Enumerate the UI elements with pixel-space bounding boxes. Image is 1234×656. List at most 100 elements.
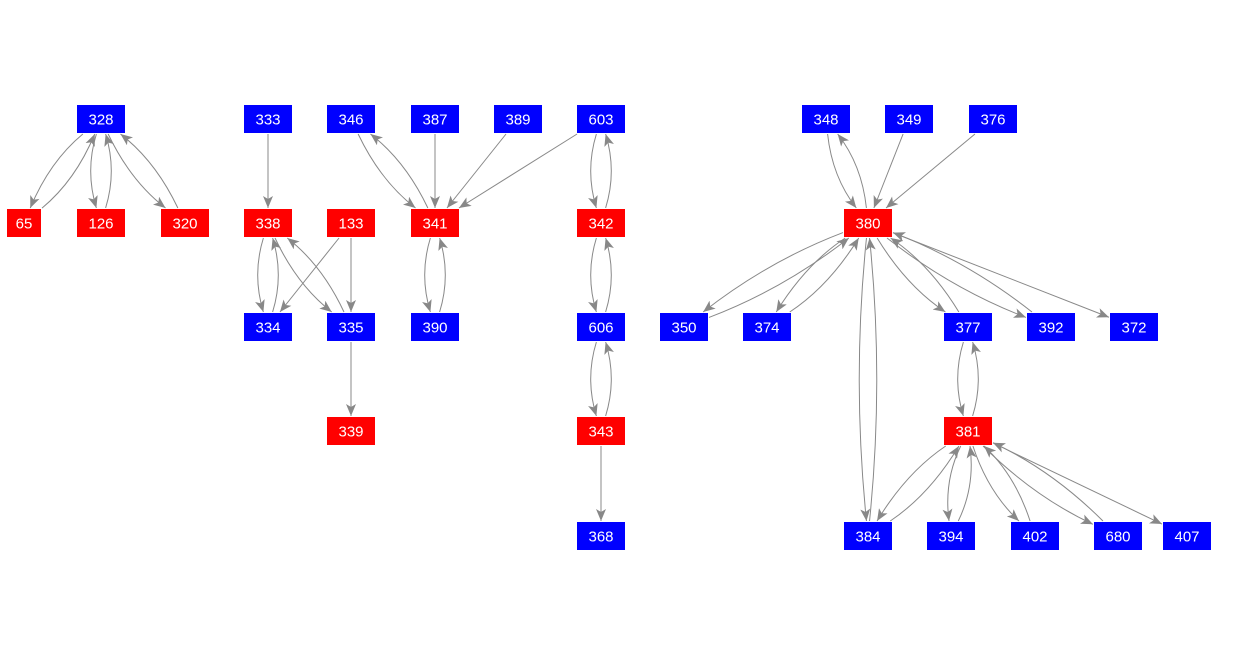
node-box[interactable] <box>577 522 625 550</box>
edge-377-to-381 <box>955 341 965 417</box>
node-box[interactable] <box>327 105 375 133</box>
node-box[interactable] <box>244 105 292 133</box>
node-box[interactable] <box>1011 522 1059 550</box>
node-box[interactable] <box>1163 522 1211 550</box>
node-389[interactable]: 389 <box>494 105 542 133</box>
node-376[interactable]: 376 <box>969 105 1017 133</box>
node-341[interactable]: 341 <box>411 209 459 237</box>
node-box[interactable] <box>577 417 625 445</box>
node-box[interactable] <box>327 417 375 445</box>
node-387[interactable]: 387 <box>411 105 459 133</box>
node-box[interactable] <box>327 209 375 237</box>
node-350[interactable]: 350 <box>660 313 708 341</box>
node-label: 333 <box>255 112 280 129</box>
edge-346-to-341 <box>357 133 416 209</box>
node-320[interactable]: 320 <box>161 209 209 237</box>
node-box[interactable] <box>660 313 708 341</box>
node-box[interactable] <box>1110 313 1158 341</box>
node-box[interactable] <box>244 313 292 341</box>
edges-layer <box>29 133 1163 525</box>
edge-338-to-335 <box>274 237 333 313</box>
node-606[interactable]: 606 <box>577 313 625 341</box>
edge-380-to-348 <box>837 133 867 209</box>
node-label: 339 <box>338 424 363 441</box>
node-box[interactable] <box>577 105 625 133</box>
edge-380-to-392 <box>886 237 1027 318</box>
node-box[interactable] <box>244 209 292 237</box>
node-box[interactable] <box>327 313 375 341</box>
edge-328-to-65 <box>29 133 84 209</box>
node-box[interactable] <box>161 209 209 237</box>
edge-342-to-603 <box>604 133 614 209</box>
node-377[interactable]: 377 <box>944 313 992 341</box>
node-338[interactable]: 338 <box>244 209 292 237</box>
node-335[interactable]: 335 <box>327 313 375 341</box>
node-348[interactable]: 348 <box>802 105 850 133</box>
node-box[interactable] <box>944 417 992 445</box>
node-343[interactable]: 343 <box>577 417 625 445</box>
node-box[interactable] <box>802 105 850 133</box>
node-label: 376 <box>980 112 1005 129</box>
node-390[interactable]: 390 <box>411 313 459 341</box>
node-box[interactable] <box>844 522 892 550</box>
node-65[interactable]: 65 <box>7 209 41 237</box>
node-372[interactable]: 372 <box>1110 313 1158 341</box>
node-384[interactable]: 384 <box>844 522 892 550</box>
node-392[interactable]: 392 <box>1027 313 1075 341</box>
node-label: 342 <box>588 216 613 233</box>
node-box[interactable] <box>411 209 459 237</box>
node-label: 680 <box>1105 529 1130 546</box>
node-box[interactable] <box>77 209 125 237</box>
edge-328-to-320 <box>107 133 166 209</box>
node-333[interactable]: 333 <box>244 105 292 133</box>
node-349[interactable]: 349 <box>885 105 933 133</box>
node-label: 384 <box>855 529 880 546</box>
node-381[interactable]: 381 <box>944 417 992 445</box>
node-box[interactable] <box>411 105 459 133</box>
node-402[interactable]: 402 <box>1011 522 1059 550</box>
node-label: 392 <box>1038 320 1063 337</box>
node-label: 346 <box>338 112 363 129</box>
node-407[interactable]: 407 <box>1163 522 1211 550</box>
node-339[interactable]: 339 <box>327 417 375 445</box>
node-box[interactable] <box>1094 522 1142 550</box>
node-342[interactable]: 342 <box>577 209 625 237</box>
node-box[interactable] <box>411 313 459 341</box>
node-328[interactable]: 328 <box>77 105 125 133</box>
node-box[interactable] <box>944 313 992 341</box>
edge-343-to-606 <box>604 341 614 417</box>
node-346[interactable]: 346 <box>327 105 375 133</box>
edge-389-to-341 <box>446 133 507 209</box>
node-368[interactable]: 368 <box>577 522 625 550</box>
node-label: 390 <box>422 320 447 337</box>
node-603[interactable]: 603 <box>577 105 625 133</box>
edge-350-to-380 <box>708 237 850 318</box>
edge-320-to-328 <box>120 133 179 209</box>
node-box[interactable] <box>577 209 625 237</box>
node-380[interactable]: 380 <box>844 209 892 237</box>
node-box[interactable] <box>1027 313 1075 341</box>
node-label: 320 <box>172 216 197 233</box>
node-box[interactable] <box>494 105 542 133</box>
node-label: 368 <box>588 529 613 546</box>
node-box[interactable] <box>7 209 41 237</box>
node-334[interactable]: 334 <box>244 313 292 341</box>
node-box[interactable] <box>577 313 625 341</box>
edge-381-to-394 <box>942 445 962 522</box>
node-box[interactable] <box>844 209 892 237</box>
node-box[interactable] <box>969 105 1017 133</box>
node-label: 377 <box>955 320 980 337</box>
node-133[interactable]: 133 <box>327 209 375 237</box>
node-394[interactable]: 394 <box>927 522 975 550</box>
node-box[interactable] <box>885 105 933 133</box>
node-126[interactable]: 126 <box>77 209 125 237</box>
node-374[interactable]: 374 <box>743 313 791 341</box>
node-label: 394 <box>938 529 963 546</box>
node-label: 334 <box>255 320 280 337</box>
node-box[interactable] <box>927 522 975 550</box>
node-680[interactable]: 680 <box>1094 522 1142 550</box>
node-box[interactable] <box>743 313 791 341</box>
node-box[interactable] <box>77 105 125 133</box>
edge-381-to-377 <box>971 341 981 417</box>
